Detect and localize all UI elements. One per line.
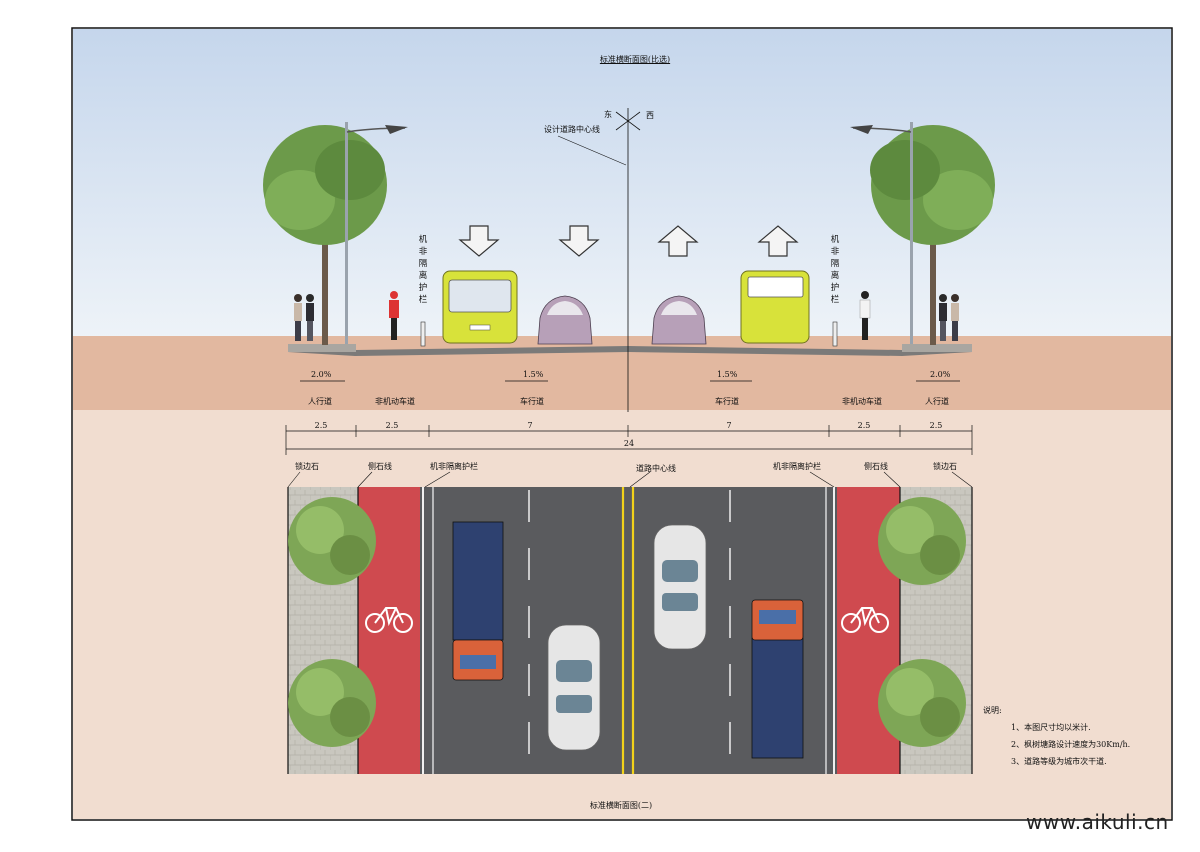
bicycle-symbol-right — [841, 607, 889, 633]
car-front-left — [537, 295, 593, 345]
notes-block: 说明: 1、本图尺寸均以米计. 2、枫树塘路设计速度为30Km/h. 3、道路等… — [983, 702, 1130, 770]
cyclist-right — [859, 291, 871, 340]
shrub-1 — [288, 497, 376, 585]
cyclist-left — [389, 291, 399, 340]
plan-label-curb-right: 锁边石 — [933, 462, 957, 471]
plan-label-side-stone-left: 侧石线 — [368, 462, 392, 471]
bus-rear-right — [740, 270, 810, 344]
sky-background — [73, 29, 1171, 339]
car-top-right — [653, 524, 707, 650]
dimension-lines — [285, 425, 973, 455]
plan-leader-lines — [287, 471, 973, 488]
plan-label-centerline: 道路中心线 — [636, 464, 676, 473]
slope-right-road: 1.5% — [717, 370, 738, 379]
notes-title: 说明: — [983, 706, 1002, 715]
tree-left — [263, 125, 387, 345]
bus-front-left — [442, 270, 518, 344]
car-rear-right — [651, 295, 707, 345]
dim-bike-lane-left: 2.5 — [385, 421, 399, 430]
arrow-down-1 — [458, 225, 500, 257]
dim-carriageway-left: 7 — [527, 421, 533, 430]
right-sidewalk-section — [902, 344, 972, 352]
note-item-2: 2、枫树塘路设计速度为30Km/h. — [1011, 740, 1131, 749]
centerline-label: 设计道路中心线 — [544, 125, 600, 134]
arrow-down-2 — [558, 225, 600, 257]
note-item-1: 1、本图尺寸均以米计. — [1011, 723, 1091, 732]
dim-sidewalk-right: 2.5 — [929, 421, 943, 430]
plan-label-guardrail-right: 机非隔离护栏 — [773, 462, 821, 471]
watermark-text: www.aikuli.cn — [1026, 810, 1169, 834]
arrow-up-1 — [657, 225, 699, 257]
left-sidewalk-section — [288, 344, 356, 352]
plan-title: 标准横断面图(二) — [589, 801, 653, 810]
zone-bike-lane-right: 非机动车道 — [842, 397, 882, 406]
plan-label-guardrail-left: 机非隔离护栏 — [430, 462, 478, 471]
zone-carriageway-right: 车行道 — [715, 397, 739, 406]
arrow-up-2 — [757, 225, 799, 257]
zone-bike-lane-left: 非机动车道 — [375, 397, 415, 406]
guardrail-label-left: 机非隔离护栏 — [418, 235, 428, 305]
truck-top-right — [751, 599, 804, 759]
plan-label-side-stone-right: 侧石线 — [864, 462, 888, 471]
dim-total: 24 — [623, 439, 635, 448]
section-title: 标准横断面图(比选) — [599, 55, 671, 64]
pedestrians-right — [939, 294, 959, 341]
bicycle-symbol-left — [365, 607, 413, 633]
slope-right-walk: 2.0% — [930, 370, 951, 379]
centerline-leader — [557, 135, 627, 166]
car-top-left — [547, 624, 601, 751]
plan-label-curb-left: 锁边石 — [295, 462, 319, 471]
zone-carriageway-left: 车行道 — [520, 397, 544, 406]
guardrail-post-left — [420, 321, 426, 347]
zone-sidewalk-left: 人行道 — [308, 397, 332, 406]
shrub-4 — [878, 659, 966, 747]
direction-west: 西 — [646, 111, 654, 120]
street-lamp-left — [345, 122, 408, 344]
dim-carriageway-right: 7 — [726, 421, 732, 430]
dim-sidewalk-left: 2.5 — [314, 421, 328, 430]
street-lamp-right — [850, 122, 913, 344]
slope-left-road: 1.5% — [523, 370, 544, 379]
guardrail-post-right — [832, 321, 838, 347]
pedestrians-left — [294, 294, 314, 341]
direction-marker-b — [615, 111, 641, 131]
tree-right — [870, 125, 995, 345]
note-item-3: 3、道路等级为城市次干道. — [1011, 757, 1107, 766]
shrub-2 — [288, 659, 376, 747]
shrub-3 — [878, 497, 966, 585]
dim-bike-lane-right: 2.5 — [857, 421, 871, 430]
road-surface-section — [288, 344, 972, 356]
truck-top-left — [452, 521, 504, 681]
guardrail-label-right: 机非隔离护栏 — [830, 235, 840, 305]
zone-sidewalk-right: 人行道 — [925, 397, 949, 406]
slope-left-walk: 2.0% — [311, 370, 332, 379]
direction-east: 东 — [604, 110, 612, 119]
